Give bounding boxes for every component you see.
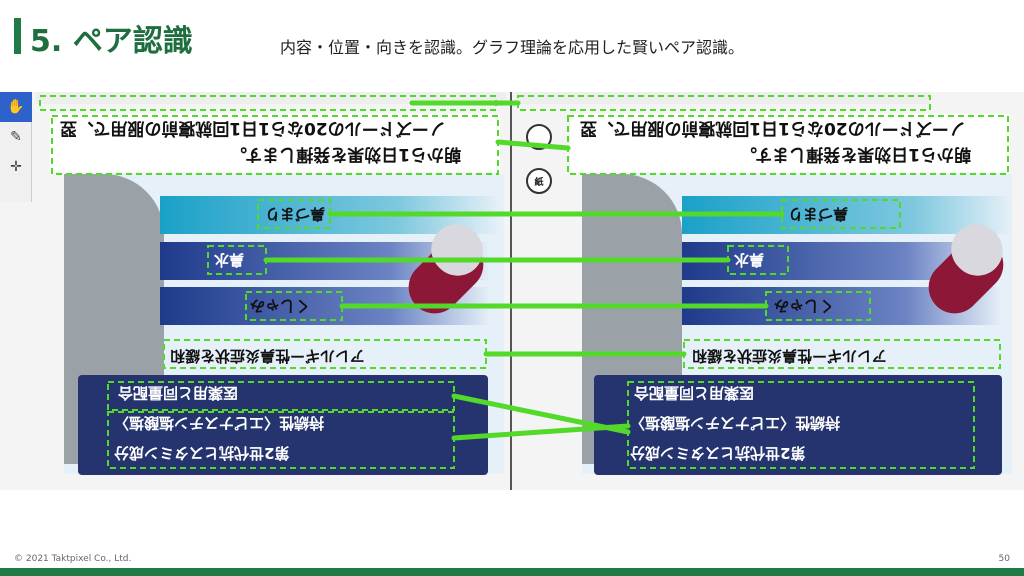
left-label-3: くしゃみ	[250, 297, 311, 315]
pen-tool-icon[interactable]: ✎	[10, 129, 22, 145]
panel-divider	[510, 92, 512, 490]
comparison-stage: ノーズドールの20なら1日1回就寝前の服用で、翌 朝から1日効果を発揮します。 …	[0, 92, 1024, 492]
left-bottom-label-3: 第2世代抗ヒスタミン成分	[114, 444, 290, 462]
left-header-line-1: ノーズドールの20なら1日1回就寝前の服用で、翌	[60, 118, 446, 138]
left-image-panel: ノーズドールの20なら1日1回就寝前の服用で、翌 朝から1日効果を発揮します。 …	[0, 92, 510, 490]
right-header-box: ノーズドールの20なら1日1回就寝前の服用で、翌 朝から1日効果を発揮します。	[570, 114, 1010, 172]
left-label-1: 鼻づまり	[265, 205, 326, 223]
left-header-box: ノーズドールの20なら1日1回就寝前の服用で、翌 朝から1日効果を発揮します。	[50, 114, 500, 172]
move-tool-icon[interactable]: ✛	[10, 159, 22, 175]
page-number: 50	[998, 554, 1010, 564]
right-header-line-1: ノーズドールの20なら1日1回就寝前の服用で、翌	[580, 118, 966, 138]
left-bottom-panel: 医薬用と同量配合 持続性〈エピナスチン塩酸塩〉 第2世代抗ヒスタミン成分	[78, 375, 488, 475]
left-label-4: アレルギー性鼻炎症状を緩和	[170, 347, 366, 365]
right-label-3: くしゃみ	[774, 297, 835, 315]
hand-tool-icon[interactable]: ✋	[0, 92, 32, 122]
right-top-strip	[516, 92, 930, 104]
slide-subtitle: 内容・位置・向きを認識。グラフ理論を応用した賢いペア認識。	[280, 38, 745, 57]
right-bottom-label-3: 第2世代抗ヒスタミン成分	[630, 444, 806, 462]
right-bottom-label-1: 医薬用と同量配合	[634, 384, 755, 402]
title-accent-bar	[14, 18, 21, 54]
left-top-strip	[36, 92, 506, 104]
right-label-2: 鼻水	[734, 251, 765, 269]
paper-seal-icon: 紙	[526, 168, 552, 194]
recycle-mark-icon	[526, 124, 552, 150]
annotation-toolbar: ✋ ✎ ✛	[0, 92, 32, 202]
slide-title: 5. ペア認識	[30, 24, 193, 59]
right-label-4: アレルギー性鼻炎症状を緩和	[692, 347, 888, 365]
right-bottom-panel: 医薬用と同量配合 持続性〈エピナスチン塩酸塩〉 第2世代抗ヒスタミン成分	[594, 375, 1002, 475]
left-label-2: 鼻水	[214, 251, 245, 269]
left-header-line-2: 朝から1日効果を発揮します。	[230, 144, 462, 164]
copyright-text: © 2021 Taktpixel Co., Ltd.	[14, 554, 132, 564]
right-image-panel: 紙 ノーズドールの20なら1日1回就寝前の服用で、翌 朝から1日効果を発揮します…	[512, 92, 1024, 490]
right-header-line-2: 朝から1日効果を発揮します。	[740, 144, 972, 164]
right-bottom-label-2: 持続性〈エピナスチン塩酸塩〉	[630, 414, 841, 432]
left-bottom-label-2: 持続性〈エピナスチン塩酸塩〉	[114, 414, 325, 432]
footer-accent-bar	[0, 568, 1024, 576]
paper-seal-text: 紙	[534, 177, 544, 188]
left-bottom-label-1: 医薬用と同量配合	[118, 384, 239, 402]
right-label-1: 鼻づまり	[788, 205, 849, 223]
